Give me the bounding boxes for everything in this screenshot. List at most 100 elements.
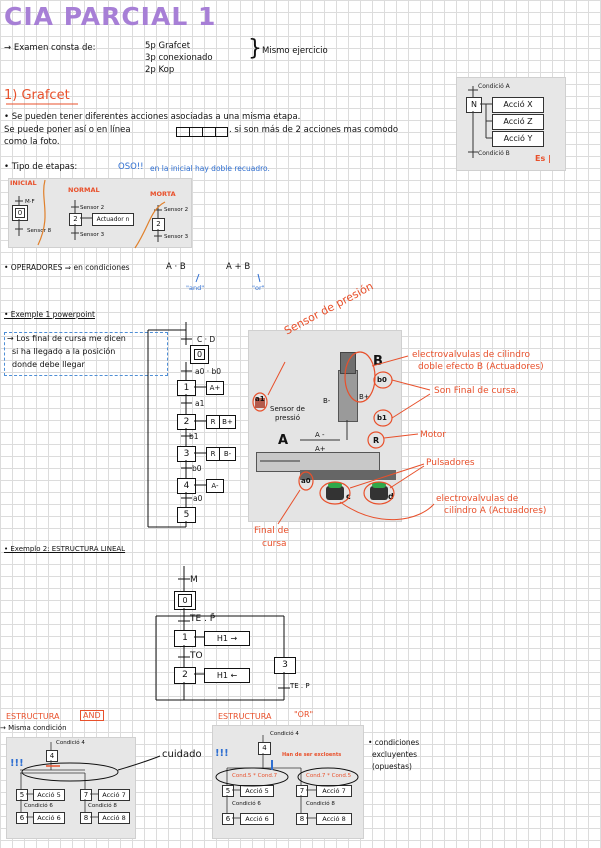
label-a-plus: A+ bbox=[315, 445, 326, 453]
ex2-cond-to: TO bbox=[190, 651, 203, 661]
note-line-3: donde debe llegar bbox=[12, 360, 85, 369]
ex1-cond-b1: b1 bbox=[189, 432, 199, 441]
mf-label: M·F bbox=[25, 199, 35, 205]
and-expression: A · B bbox=[166, 262, 186, 272]
and-act8: Acció 8 bbox=[98, 812, 130, 824]
ex2-cond-m: M bbox=[190, 575, 198, 585]
and-step5: 5 bbox=[16, 789, 28, 801]
label-a-minus: A - bbox=[315, 431, 325, 439]
ex2-action-h1-right: H1 → bbox=[204, 631, 250, 646]
label-sensor-2: pressió bbox=[275, 414, 300, 422]
page-title: CIA PARCIAL 1 bbox=[4, 2, 217, 31]
ex1-cond-b0: b0 bbox=[192, 464, 202, 473]
or-cond6: Condició 6 bbox=[232, 801, 261, 807]
grafcet-bullet-1b: Se puede poner así o en línea bbox=[4, 125, 131, 135]
label-b1: b1 bbox=[377, 414, 387, 422]
or-must-be-exclusive: Han de ser excloents bbox=[282, 752, 342, 758]
or-highlight-ellipse-1 bbox=[215, 767, 289, 787]
or-arrow bbox=[257, 273, 261, 283]
or-cond4: Condició 4 bbox=[270, 731, 299, 737]
ann-ev-a-line1: electrovalvulas de bbox=[436, 494, 519, 504]
or-step7: 7 bbox=[296, 785, 308, 797]
grafcet-bullet-1d: como la foto. bbox=[4, 137, 60, 147]
or-step4: 4 bbox=[258, 742, 271, 755]
or-warning: !!! bbox=[215, 748, 229, 759]
label-c: c bbox=[346, 492, 351, 501]
and-cond4: Condició 4 bbox=[56, 740, 85, 746]
types-label: • Tipo de etapas: bbox=[4, 162, 78, 172]
or-step6: 6 bbox=[222, 813, 234, 825]
and-arrow bbox=[195, 273, 200, 283]
final-cursa-note-box bbox=[4, 332, 168, 376]
or-cond8: Condició 8 bbox=[306, 801, 335, 807]
ex2-step-0: 0 bbox=[174, 591, 196, 610]
initial-step-double-box: 0 bbox=[12, 205, 28, 221]
label-b-plus: B+ bbox=[359, 393, 370, 401]
and-structure-label: ESTRUCTURA bbox=[6, 712, 60, 721]
type-panel-wires bbox=[15, 196, 162, 242]
types-oso: OSO!! bbox=[118, 162, 144, 172]
note-line-1: → Los final de cursa me dicen bbox=[7, 334, 126, 343]
ann-final-cursa: Son Final de cursa. bbox=[434, 386, 519, 396]
exam-intro: → Examen consta de: bbox=[4, 43, 96, 53]
initial-step-number: 0 bbox=[15, 208, 25, 218]
note-line-2: si ha llegado a la posición bbox=[12, 347, 116, 356]
ex1-action-r-1: R bbox=[206, 415, 220, 429]
section-grafcet-heading: 1) Grafcet bbox=[4, 88, 70, 103]
label-r: R bbox=[373, 436, 380, 445]
grafcet-bullet-1: • Se pueden tener diferentes acciones as… bbox=[4, 112, 301, 122]
or-note-1: • condiciones bbox=[368, 738, 420, 747]
type-normal: NORMAL bbox=[68, 186, 100, 194]
or-act6: Acció 6 bbox=[240, 813, 274, 825]
or-highlight-ellipse-2 bbox=[297, 767, 359, 787]
ex1-action-b-plus: B+ bbox=[219, 415, 236, 429]
or-step8: 8 bbox=[296, 813, 308, 825]
red-annotation-arrows bbox=[267, 355, 435, 525]
operators-label: • OPERADORES ⇒ en condiciones bbox=[4, 263, 130, 272]
grafcet-bullet-1c: . si son más de 2 acciones mas comodo bbox=[229, 125, 399, 135]
or-structure-word: "OR" bbox=[294, 710, 314, 719]
ex2-action-h1-left: H1 ← bbox=[204, 668, 250, 683]
action-z: Acció Z bbox=[492, 114, 544, 130]
and-word: "and" bbox=[186, 284, 205, 292]
exam-note: Mismo ejercicio bbox=[262, 46, 328, 56]
ex1-cond-cd: C · D bbox=[197, 335, 216, 344]
ex2-step-2: 2 bbox=[174, 667, 196, 684]
sensor3b-label: Sensor 3 bbox=[164, 234, 189, 240]
and-step7: 7 bbox=[80, 789, 92, 801]
and-structure-word: AND bbox=[80, 710, 104, 721]
sensor3a-label: Sensor 3 bbox=[80, 232, 105, 238]
ex1-action-a-minus: A- bbox=[206, 479, 224, 493]
inline-action-boxes bbox=[176, 127, 228, 137]
and-cond8: Condició 8 bbox=[88, 803, 117, 809]
or-note-3: (opuestas) bbox=[372, 762, 412, 771]
action-panel-wires bbox=[468, 86, 492, 158]
push-button-c-body bbox=[326, 486, 344, 500]
panel-tag: Es | bbox=[535, 154, 551, 163]
push-button-d-cap bbox=[372, 482, 386, 488]
ex1-cond-a0: a0 bbox=[193, 494, 203, 503]
pneumatic-details bbox=[260, 420, 348, 462]
label-sensor: Sensor de bbox=[270, 405, 305, 413]
or-act8: Acció 8 bbox=[316, 813, 352, 825]
cond-b-label: Condició B bbox=[478, 150, 510, 157]
type-divider-1 bbox=[37, 179, 46, 246]
label-b0: b0 bbox=[377, 376, 387, 384]
ann-motor: Motor bbox=[420, 430, 447, 440]
cuidado-label: cuidado bbox=[162, 749, 202, 760]
label-a: A bbox=[278, 433, 289, 448]
exam-item-grafcet: 5p Grafcet bbox=[145, 41, 191, 51]
and-step8: 8 bbox=[80, 812, 92, 824]
ann-final-cursa-2-line2: cursa bbox=[262, 539, 287, 549]
or-structure-label: ESTRUCTURA bbox=[218, 712, 272, 721]
ex1-step-0-number: 0 bbox=[194, 349, 205, 360]
ex1-cond-a1: a1 bbox=[195, 399, 205, 408]
and-act6: Acció 6 bbox=[33, 812, 65, 824]
or-expression: A + B bbox=[226, 262, 251, 272]
ex1-step-0: 0 bbox=[190, 345, 209, 364]
ex2-ladder-wires bbox=[155, 566, 290, 701]
and-step6: 6 bbox=[16, 812, 28, 824]
or-cond5: Cond.5 * Cond.7 bbox=[232, 773, 278, 779]
ex1-ladder-wires bbox=[147, 322, 206, 528]
brace: } bbox=[248, 36, 262, 61]
